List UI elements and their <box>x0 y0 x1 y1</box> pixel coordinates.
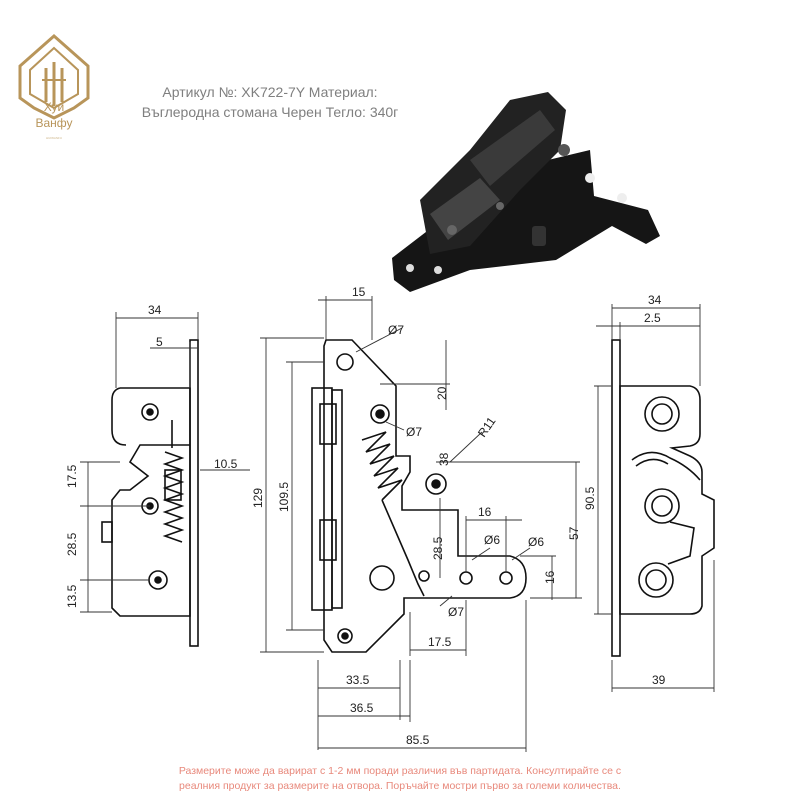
front-view-dimension-lines <box>260 296 582 752</box>
disclaimer-line1: Размерите може да варират с 1-2 мм порад… <box>178 765 622 777</box>
dim-front-offset: 38 <box>437 452 451 466</box>
right-view-outline <box>611 339 715 657</box>
product-spec: Артикул №: XK722-7Y Материал: Въглеродна… <box>100 82 440 122</box>
dim-right-flange: 2.5 <box>644 311 661 325</box>
brand-logo-icon <box>18 34 90 120</box>
brand-name-line1: Хуи <box>43 100 65 114</box>
dim-front-plate-gap: 16 <box>478 505 492 519</box>
dim-front-width-total: 85.5 <box>406 733 430 747</box>
spec-line1: Артикул №: XK722-7Y Материал: <box>162 84 378 100</box>
dim-front-hole-c: Ø6 <box>528 535 544 549</box>
dim-left-d4: 13.5 <box>65 584 79 608</box>
dim-front-width-a: 33.5 <box>346 673 370 687</box>
dim-front-hole-b: Ø6 <box>484 533 500 547</box>
dim-front-radius: R11 <box>475 414 499 440</box>
dim-front-width-b: 36.5 <box>350 701 374 715</box>
dim-left-d1: 10.5 <box>214 457 238 471</box>
dim-right-height: 90.5 <box>583 486 597 510</box>
dim-left-d3: 28.5 <box>65 532 79 556</box>
right-view-dimension-lines <box>594 304 715 692</box>
dim-front-small-height: 16 <box>543 570 557 584</box>
dim-left-d2: 17.5 <box>65 464 79 488</box>
brand-name-line3: HUIWANFU <box>45 136 63 140</box>
front-view-outline <box>311 339 527 653</box>
dim-front-hole-bottom: Ø7 <box>448 605 464 619</box>
dim-front-right-height: 57 <box>567 526 581 540</box>
left-view-outline <box>101 339 199 647</box>
dim-front-mid-height: 28.5 <box>431 536 445 560</box>
disclaimer-note: Размерите може да варират с 1-2 мм порад… <box>0 764 800 794</box>
dim-right-width-top: 34 <box>648 293 662 307</box>
spec-line2: Въглеродна стомана Черен Тегло: 340г <box>141 104 399 120</box>
brand-name-line2: Ванфу <box>35 116 73 130</box>
dim-front-drop: 20 <box>435 386 449 400</box>
dim-front-bottom-gap: 17.5 <box>428 635 452 649</box>
dim-left-flange: 5 <box>156 335 163 349</box>
dim-front-height-inner: 109.5 <box>277 482 291 512</box>
left-view-dimension-lines <box>80 312 250 613</box>
dim-right-width-bottom: 39 <box>652 673 666 687</box>
dim-front-top-width: 15 <box>352 285 366 299</box>
product-photo <box>392 92 660 292</box>
disclaimer-line2: реалния продукт за размерите на отвора. … <box>179 780 621 792</box>
dim-front-height-total: 129 <box>251 488 265 508</box>
dim-left-width-top: 34 <box>148 303 162 317</box>
dim-front-hole-mid: Ø7 <box>406 425 422 439</box>
dim-front-hole-top: Ø7 <box>388 323 404 337</box>
